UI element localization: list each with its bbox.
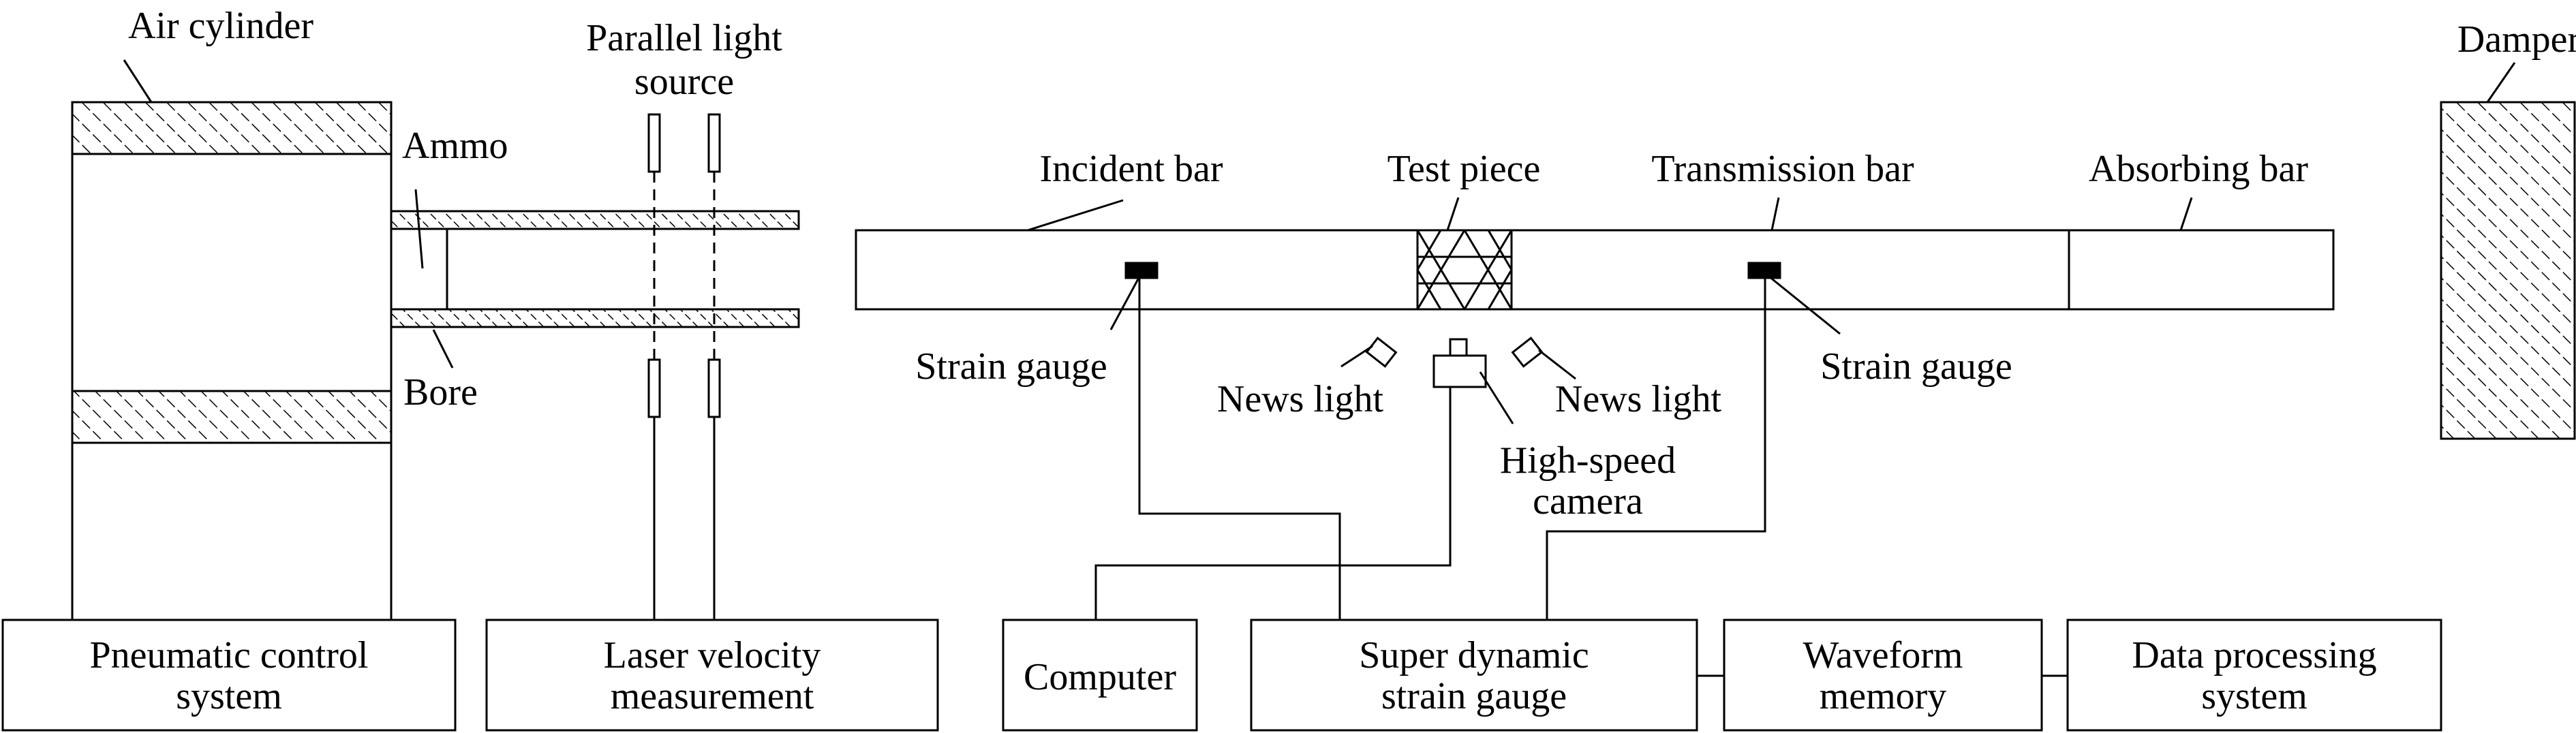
wire-camera-computer	[1094, 387, 1452, 620]
strain-gauge-left-mark	[1124, 262, 1159, 279]
damper-label: Damper	[2457, 18, 2576, 61]
launch-barrel	[390, 210, 800, 328]
pneumatic-control-system-box	[1, 619, 457, 732]
laser-velocity-measurement-box	[485, 619, 939, 732]
data-processing-system-box	[2066, 619, 2442, 732]
high-speed-camera-icon	[1432, 354, 1487, 388]
bore-label: Bore	[403, 371, 478, 414]
high-speed-camera-leader	[1479, 371, 1514, 424]
strain-gauge-left-leader	[1109, 276, 1141, 330]
laser-velocity-label-2: measurement	[611, 675, 814, 717]
air-cylinder-top-wall	[71, 101, 393, 155]
super-dynamic-strain-gauge-box	[1250, 619, 1698, 732]
test-piece-label: Test piece	[1387, 148, 1541, 190]
strain-gauge-right-leader	[1768, 275, 1841, 335]
light-receiver-left	[647, 358, 661, 418]
test-piece-lattice	[1416, 230, 1513, 310]
wire-strain-gauge-left	[1138, 278, 1341, 620]
super-dynamic-label-1: Super dynamic	[1359, 634, 1589, 676]
news-light-right-leader	[1538, 349, 1576, 380]
strain-gauge-right-label: Strain gauge	[1820, 345, 2012, 388]
super-dynamic-label-2: strain gauge	[1381, 675, 1567, 717]
waveform-memory-label-1: Waveform	[1803, 634, 1963, 676]
absorbing-bar-leader	[2179, 197, 2193, 231]
waveform-memory-label-2: memory	[1820, 675, 1947, 717]
data-processing-label-1: Data processing	[2132, 634, 2376, 676]
air-cylinder-label: Air cylinder	[128, 5, 313, 47]
test-piece	[1416, 229, 1513, 311]
air-cylinder-leader	[123, 59, 153, 103]
bar-assembly	[855, 229, 2335, 311]
high-speed-camera-label-2: camera	[1533, 480, 1643, 523]
news-light-left-icon	[1365, 337, 1398, 368]
incident-bar-label: Incident bar	[1040, 148, 1223, 190]
wire-strain-gauge-right	[1546, 278, 1766, 620]
news-light-right-icon	[1511, 337, 1544, 368]
absorbing-bar-label: Absorbing bar	[2089, 148, 2308, 190]
high-speed-camera-label-1: High-speed	[1500, 439, 1676, 482]
computer-box	[1002, 619, 1198, 732]
strain-gauge-left-label: Strain gauge	[915, 345, 1107, 388]
light-emitter-left	[647, 113, 661, 173]
strain-gauge-right-mark	[1747, 262, 1781, 279]
transmission-bar-label: Transmission bar	[1651, 148, 1914, 190]
air-cylinder-mid-wall	[71, 390, 393, 444]
transmission-bar-leader	[1770, 197, 1780, 231]
incident-bar-leader	[1027, 199, 1124, 232]
news-light-left-leader	[1340, 345, 1373, 368]
bore-leader	[432, 329, 454, 369]
data-processing-label-2: system	[2201, 675, 2307, 717]
ammo-label: Ammo	[402, 125, 508, 167]
news-light-right-label: News light	[1555, 378, 1722, 420]
damper-leader	[2486, 62, 2516, 103]
barrel-upper-wall	[390, 210, 800, 230]
ammo-leader	[414, 189, 424, 269]
pneumatic-control-label-2: system	[176, 675, 282, 717]
light-emitter-right	[707, 113, 721, 173]
damper	[2440, 101, 2576, 440]
air-cylinder	[71, 101, 393, 621]
test-piece-leader	[1446, 197, 1460, 231]
absorbing-bar	[2068, 229, 2335, 311]
parallel-light-source-label-1: Parallel light	[586, 17, 782, 59]
light-receiver-right	[707, 358, 721, 418]
waveform-memory-box	[1723, 619, 2043, 732]
computer-label: Computer	[1024, 656, 1176, 698]
high-speed-camera-lens	[1449, 338, 1468, 357]
pneumatic-control-label-1: Pneumatic control	[89, 634, 368, 676]
barrel-lower-wall	[390, 308, 800, 328]
parallel-light-source	[647, 113, 721, 620]
laser-velocity-label-1: Laser velocity	[604, 634, 821, 676]
transmission-bar	[1510, 229, 2070, 311]
parallel-light-source-label-2: source	[634, 61, 734, 103]
news-light-left-label: News light	[1217, 378, 1384, 420]
